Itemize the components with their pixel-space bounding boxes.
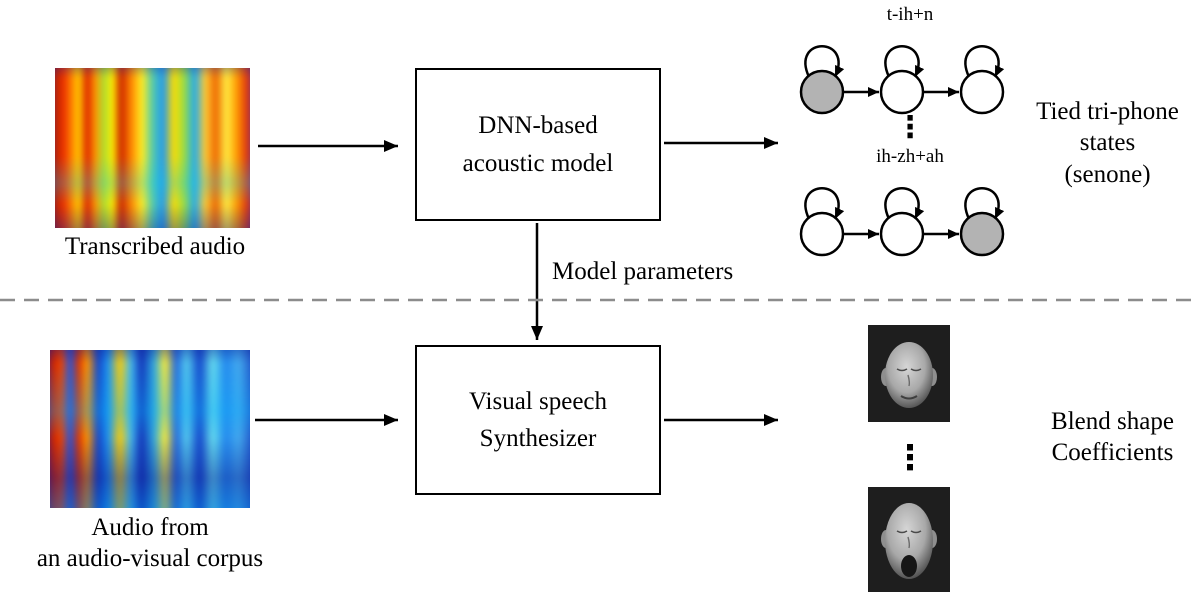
self-loop	[884, 187, 925, 220]
synthesizer-line1: Visual speech	[468, 387, 608, 415]
head	[885, 342, 933, 408]
mouth-open	[901, 555, 917, 577]
hmm-state	[879, 69, 925, 115]
self-loop	[884, 45, 925, 78]
model-parameters-label: Model parameters	[552, 258, 734, 285]
vertical-ellipsis-faces: ⋮	[893, 438, 927, 478]
eye-right	[910, 530, 922, 534]
hmm-chain2	[799, 187, 1005, 257]
self-loop	[964, 187, 1005, 220]
corpus-audio-line2: an audio-visual corpus	[36, 545, 264, 573]
hmm-state	[799, 211, 845, 257]
spectrogram-gradient	[55, 68, 250, 228]
hmm-state	[959, 69, 1005, 115]
corpus-audio-label: Audio from an audio-visual corpus	[0, 512, 300, 575]
caption-line2: states	[1079, 129, 1136, 157]
corpus-audio-line1: Audio from	[91, 514, 209, 541]
caption-line3: (senone)	[1064, 160, 1151, 188]
nose	[907, 536, 911, 549]
spectrogram-gradient	[50, 350, 250, 508]
eye-left	[896, 368, 908, 372]
transcribed-audio-label: Transcribed audio	[64, 233, 246, 260]
hmm-chain1	[799, 45, 1005, 115]
blendshape-line1: Blend shape	[1051, 408, 1174, 435]
blendshape-line2: Coefficients	[1051, 439, 1174, 467]
face-render-neutral	[868, 325, 950, 422]
blendshape-caption: Blend shape Coefficients	[1020, 406, 1200, 469]
vertical-ellipsis-states: ⋮	[895, 110, 925, 145]
self-loop	[804, 45, 845, 78]
eye-left	[896, 530, 908, 534]
hmm-chain2-label: ih-zh+ah	[876, 146, 944, 167]
self-loop	[804, 187, 845, 220]
synthesizer-line2: Synthesizer	[479, 425, 597, 452]
hmm-state-shaded	[959, 211, 1005, 257]
hmm-chain1-label: t-ih+n	[886, 4, 934, 25]
eye-right	[910, 368, 922, 372]
mouth-closed	[900, 395, 918, 400]
hmm-state-shaded	[799, 69, 845, 115]
corpus-audio-spectrogram	[50, 350, 250, 508]
face-render-open-mouth	[868, 487, 950, 592]
acoustic-model-line1: DNN-based	[478, 112, 598, 139]
acoustic-model-line2: acoustic model	[462, 149, 614, 177]
transcribed-audio-spectrogram	[55, 68, 250, 228]
acoustic-model-box: DNN-based acoustic model	[415, 68, 661, 221]
hmm-state	[879, 211, 925, 257]
tied-triphone-caption: Tied tri-phone states (senone)	[1015, 96, 1200, 190]
caption-line1: Tied tri-phone	[1036, 98, 1179, 125]
nose	[907, 374, 911, 387]
synthesizer-box: Visual speech Synthesizer	[415, 345, 661, 495]
self-loop	[964, 45, 1005, 78]
